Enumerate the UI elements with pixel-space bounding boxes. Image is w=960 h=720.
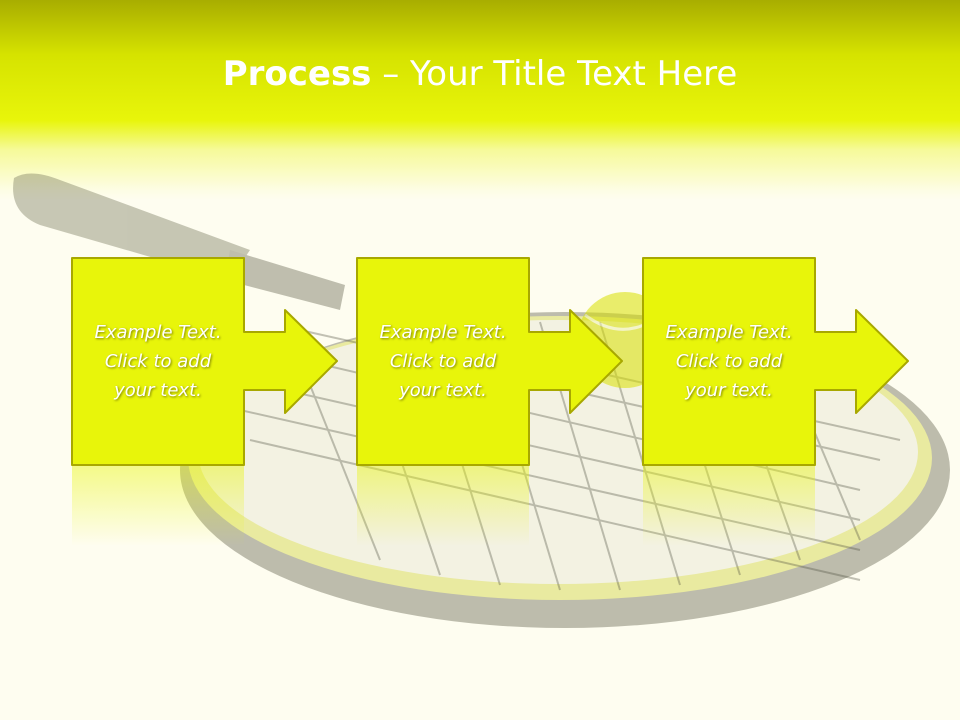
- step-2-shape[interactable]: [356, 257, 623, 466]
- step-1-line-2: Click to add: [104, 350, 212, 372]
- step-2-line-1: Example Text.: [379, 321, 507, 343]
- step-3-line-1: Example Text.: [665, 321, 793, 343]
- slide-title[interactable]: Process – Your Title Text Here: [0, 52, 960, 96]
- step-1-text[interactable]: Example Text. Click to add your text.: [78, 318, 238, 405]
- step-1-line-1: Example Text.: [94, 321, 222, 343]
- step-3-line-3: your text.: [685, 379, 773, 401]
- process-step-3[interactable]: Example Text. Click to add your text.: [643, 258, 815, 464]
- title-rest: – Your Title Text Here: [371, 54, 738, 94]
- step-1-line-3: your text.: [114, 379, 202, 401]
- step-3-line-2: Click to add: [675, 350, 783, 372]
- title-band: [0, 0, 960, 200]
- title-bold: Process: [222, 54, 372, 94]
- process-step-2[interactable]: Example Text. Click to add your text.: [357, 258, 529, 464]
- step-2-line-2: Click to add: [389, 350, 497, 372]
- step-3-shape[interactable]: [642, 257, 909, 466]
- step-2-line-3: your text.: [399, 379, 487, 401]
- step-3-text[interactable]: Example Text. Click to add your text.: [649, 318, 809, 405]
- step-1-shape[interactable]: [71, 257, 338, 466]
- step-2-text[interactable]: Example Text. Click to add your text.: [363, 318, 523, 405]
- process-step-1[interactable]: Example Text. Click to add your text.: [72, 258, 244, 464]
